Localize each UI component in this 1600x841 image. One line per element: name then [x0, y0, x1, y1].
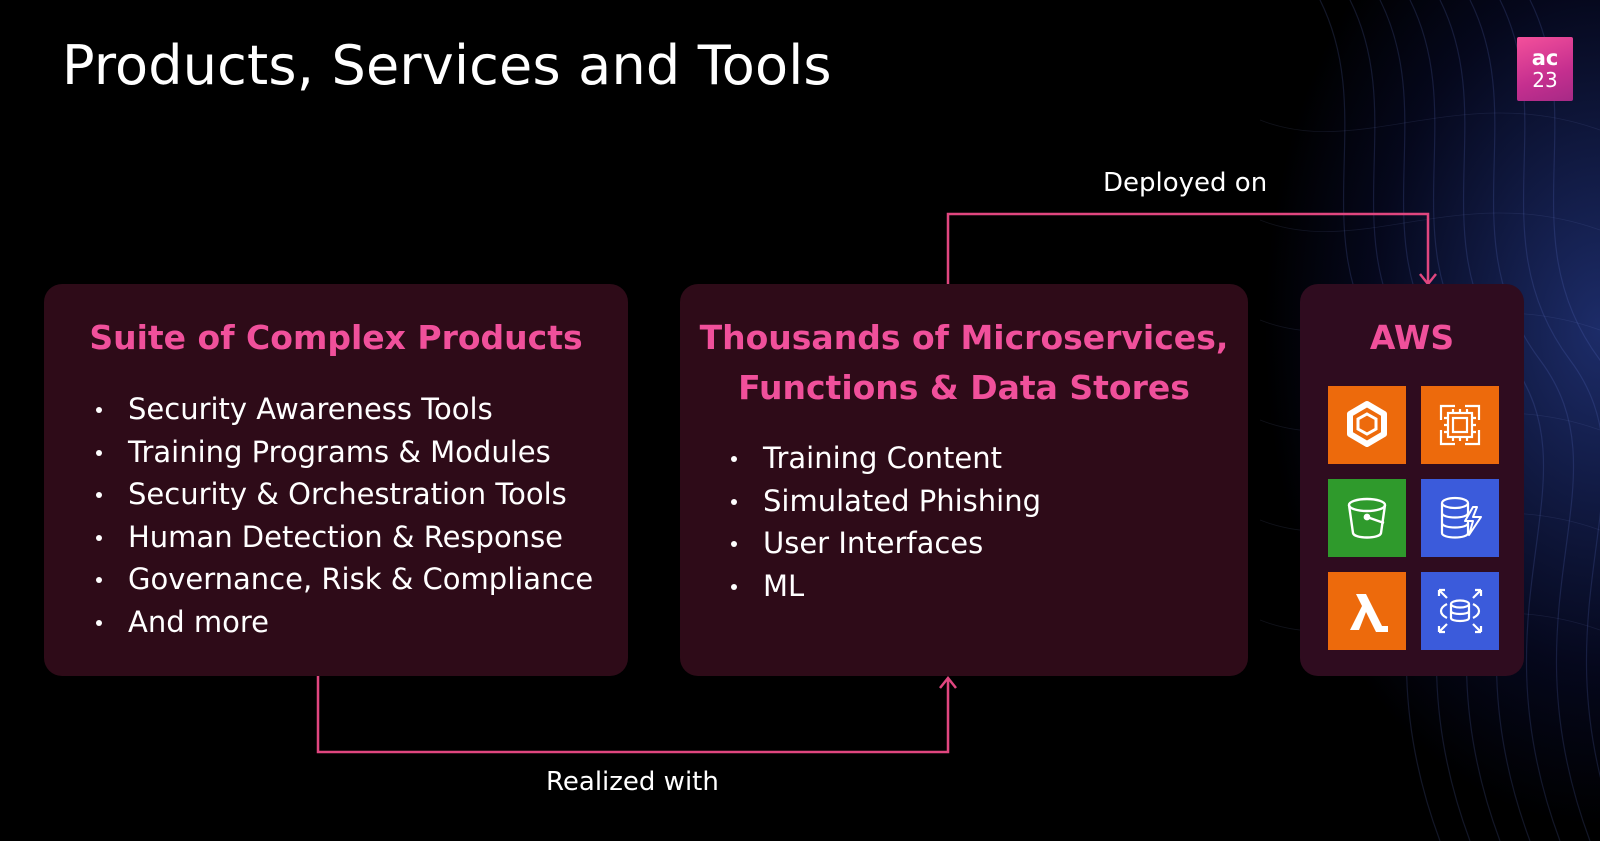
microservices-box: Thousands of Microservices, Functions & … [680, 284, 1248, 676]
products-list: Security Awareness Tools Training Progra… [94, 388, 593, 643]
list-item: Simulated Phishing [729, 480, 1041, 523]
ec2-icon [1421, 386, 1499, 464]
realized-with-connector [316, 676, 950, 754]
aws-icon-grid [1328, 386, 1499, 650]
ecs-icon [1328, 386, 1406, 464]
page-title: Products, Services and Tools [62, 34, 832, 97]
aws-box: AWS [1300, 284, 1524, 676]
badge-line2: 23 [1532, 68, 1558, 92]
list-item: Governance, Risk & Compliance [94, 558, 593, 601]
list-item: User Interfaces [729, 522, 1041, 565]
badge-line1: ac [1531, 46, 1559, 70]
products-title: Suite of Complex Products [89, 318, 583, 357]
list-item: Security & Orchestration Tools [94, 473, 593, 516]
list-item: Training Content [729, 437, 1041, 480]
dynamodb-icon [1421, 479, 1499, 557]
microservices-list: Training Content Simulated Phishing User… [729, 437, 1041, 607]
realized-with-label: Realized with [546, 767, 719, 797]
s3-bucket-icon [1328, 479, 1406, 557]
microservices-title: Thousands of Microservices, Functions & … [680, 284, 1248, 413]
realized-with-arrowhead [939, 675, 957, 689]
microservices-title-line1: Thousands of Microservices, [699, 318, 1229, 357]
list-item: Human Detection & Response [94, 516, 593, 559]
database-migration-icon [1421, 572, 1499, 650]
lambda-icon [1328, 572, 1406, 650]
list-item: Training Programs & Modules [94, 431, 593, 474]
microservices-title-line2: Functions & Data Stores [738, 368, 1190, 407]
event-logo-badge: ac 23 [1517, 37, 1573, 101]
aws-title: AWS [1369, 318, 1455, 357]
list-item: And more [94, 601, 593, 644]
list-item: Security Awareness Tools [94, 388, 593, 431]
products-box: Suite of Complex Products Security Aware… [44, 284, 628, 676]
deployed-on-label: Deployed on [1103, 168, 1268, 198]
list-item: ML [729, 565, 1041, 608]
